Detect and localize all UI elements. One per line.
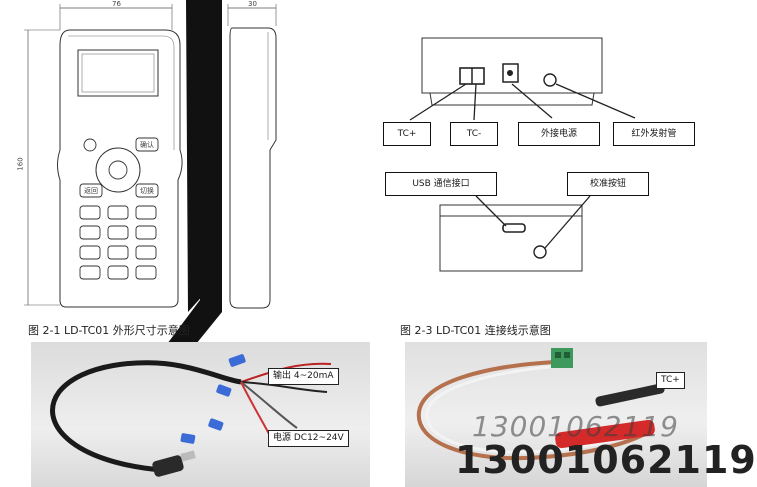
thermocouple-cable-photo [405,342,707,487]
height-dimension: 160 [16,157,25,171]
switch-key-label: 切换 [140,187,154,195]
depth-dimension: 30 [248,0,257,8]
phone-watermark-small: 13001062119 [472,410,679,443]
phone-watermark-big: 13001062119 [455,438,757,482]
power-wire-label: 电源 DC12~24V [268,430,349,447]
tc-plus-tag: TC+ [656,372,685,389]
figure-2-1-caption: 图 2-1 LD-TC01 外形尺寸示意图 [28,324,190,337]
tc-minus-label: TC- [450,122,498,146]
tc-plus-label: TC+ [383,122,431,146]
width-dimension: 76 [112,0,121,8]
usb-port-label: USB 通信接口 [385,172,497,196]
confirm-key-label: 确认 [140,141,154,149]
calibration-button-label: 校准按钮 [567,172,649,196]
back-key-label: 返回 [84,187,98,195]
external-power-label: 外接电源 [518,122,600,146]
figure-2-3-caption: 图 2-3 LD-TC01 连接线示意图 [400,324,551,337]
output-wire-label: 输出 4~20mA [268,368,339,385]
signal-cable-photo [31,342,370,487]
ir-emitter-label: 红外发射管 [613,122,695,146]
